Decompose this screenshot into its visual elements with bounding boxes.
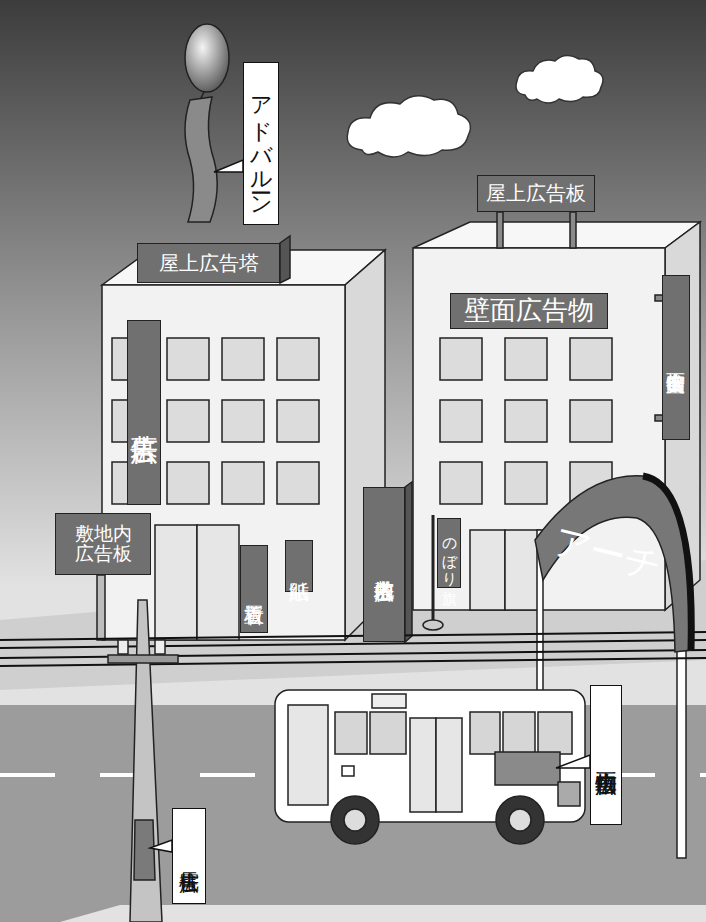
bus-part — [372, 694, 406, 708]
wall-sign: 壁面広告物 — [450, 293, 608, 329]
ad-balloon-part — [185, 24, 229, 92]
bus-part — [496, 796, 544, 844]
bus-part — [275, 690, 585, 822]
arch-sign: アーチ — [525, 470, 700, 670]
sign-supports-part — [497, 212, 503, 248]
sign-supports-part — [423, 620, 443, 630]
arch-shape — [535, 476, 691, 652]
power-lines-part — [0, 658, 706, 666]
sign-label: のぼり旗 — [441, 528, 457, 579]
rooftop-sign: 屋上広告板 — [477, 175, 595, 212]
bus-part — [288, 705, 328, 805]
utility-pole-part — [108, 655, 178, 663]
ad-balloon — [185, 24, 243, 222]
sign-supports-part — [432, 515, 435, 622]
bus-part — [342, 766, 354, 776]
sign-label: 屋上広告塔 — [159, 253, 259, 274]
sign-supports-part — [405, 482, 412, 642]
poster: 貼紙 — [285, 540, 313, 592]
power-lines — [0, 632, 706, 666]
callout-box: アドバルーン — [243, 62, 279, 225]
ground-part — [0, 860, 120, 922]
sign-label: アドバルーン — [249, 81, 272, 206]
sign-supports-part — [280, 236, 290, 283]
right-building-part-part — [570, 338, 612, 380]
bus-part — [436, 718, 462, 812]
left-building-part — [197, 525, 239, 640]
left-building-part-part — [277, 462, 319, 504]
right-building-part-part — [440, 462, 482, 504]
bus-part-part — [370, 712, 406, 754]
cloud-part — [347, 96, 470, 157]
sign-label: アーチ — [550, 522, 666, 585]
left-building-part-part — [277, 338, 319, 380]
right-building-part-part — [505, 338, 547, 380]
left-building-part-part — [167, 462, 209, 504]
bus-part — [344, 809, 366, 831]
ad-balloon-part — [185, 97, 217, 222]
bus-part — [558, 782, 580, 806]
bus-part — [556, 755, 590, 768]
right-building-part-part — [505, 400, 547, 442]
right-building-part-part — [505, 462, 547, 504]
left-building-part-part — [167, 400, 209, 442]
projecting-sign: 壁面突出広告物 — [662, 275, 690, 440]
cloud — [347, 55, 603, 157]
left-building-part-part — [277, 400, 319, 442]
right-building-part-part — [570, 400, 612, 442]
left-building — [102, 250, 385, 640]
right-building-part — [413, 222, 700, 248]
power-lines-part — [0, 650, 706, 658]
sign-supports-part — [570, 212, 576, 248]
sign-supports-part — [97, 575, 105, 640]
right-building-part-part — [440, 400, 482, 442]
standing-sign: 置看板 — [240, 545, 268, 633]
power-lines-part — [0, 640, 706, 648]
right-building-part — [470, 530, 505, 610]
left-building-part-part — [167, 338, 209, 380]
left-building-part-part — [222, 462, 264, 504]
rooftop-tower: 屋上広告塔 — [137, 243, 280, 283]
ground-sign-board: 敷地内広告板 — [55, 513, 151, 575]
utility-pole-part — [134, 820, 155, 880]
left-building-part — [155, 525, 197, 640]
arch-poles-part — [677, 628, 686, 858]
utility-pole-part — [118, 640, 128, 654]
sign-label: 屋上広告板 — [486, 183, 586, 204]
right-building-part-part — [440, 338, 482, 380]
bus — [275, 690, 590, 844]
bus-part — [509, 809, 531, 831]
bus-part — [410, 718, 436, 812]
bus-part-part — [470, 712, 500, 754]
bus-part-part — [503, 712, 535, 754]
sign-label: 壁面広告物 — [464, 297, 594, 324]
ad-balloon-part — [214, 160, 243, 172]
left-building-part — [102, 285, 345, 640]
bus-part-part — [538, 712, 572, 754]
ground-sign-tower: 敷地内広告塔 — [363, 487, 405, 642]
nobori-flag: のぼり旗 — [437, 518, 461, 588]
cloud-part — [516, 55, 603, 103]
sign-label: 敷地内広告板 — [73, 524, 133, 564]
right-building — [413, 222, 700, 610]
bus-part-part — [335, 712, 367, 754]
bus-part — [331, 796, 379, 844]
utility-pole-part — [155, 640, 165, 654]
bus-part — [495, 752, 560, 785]
callout-box: 電柱広告 — [172, 808, 206, 904]
callout-box: 車両広告物 — [590, 685, 622, 825]
right-building-part — [440, 338, 612, 504]
power-lines-part — [0, 632, 706, 640]
utility-pole-part — [150, 840, 172, 852]
utility-pole — [108, 600, 178, 922]
banner: 広告幕 — [127, 320, 161, 505]
sign-supports — [97, 212, 663, 642]
left-building-part-part — [222, 400, 264, 442]
left-building-part-part — [222, 338, 264, 380]
